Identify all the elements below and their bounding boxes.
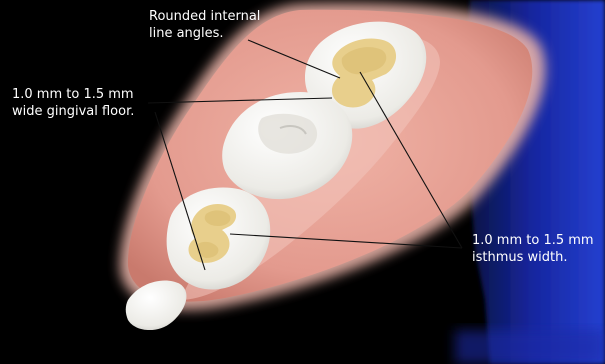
callout-rounded-internal-line-angles: Rounded internal line angles. (149, 8, 260, 42)
callout-gingival-floor-width: 1.0 mm to 1.5 mm wide gingival floor. (12, 86, 134, 120)
callout-isthmus-width: 1.0 mm to 1.5 mm isthmus width. (472, 232, 594, 266)
